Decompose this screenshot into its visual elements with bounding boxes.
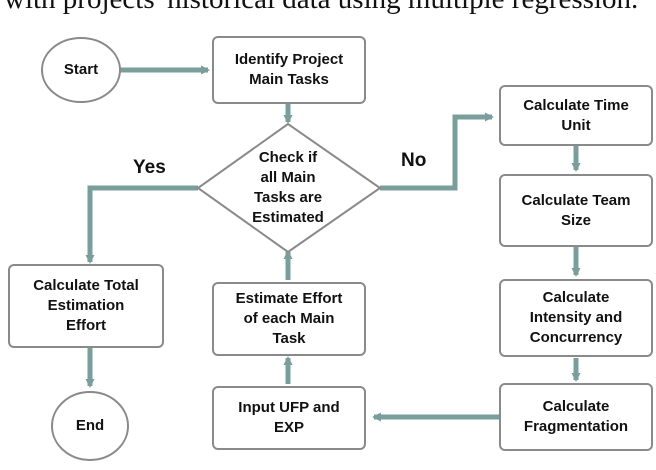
- total-effort-box: [8, 264, 164, 348]
- end-node: [51, 391, 129, 461]
- input-ufp-box: [212, 386, 366, 450]
- no-branch-label: No: [401, 150, 427, 171]
- page-caption: with projects' historical data using mul…: [0, 0, 656, 18]
- team-size-box: [499, 174, 653, 247]
- arrow-yes-to-total: [85, 185, 198, 264]
- identify-tasks-box: [212, 36, 366, 104]
- start-node: [41, 37, 121, 103]
- time-unit-box: [499, 85, 653, 146]
- arrow-no-to-time-unit: [380, 112, 494, 191]
- estimate-effort-box: [212, 282, 366, 356]
- yes-branch-label: Yes: [133, 157, 166, 178]
- intensity-box: [499, 279, 653, 357]
- decision-diamond: [196, 122, 382, 254]
- fragmentation-box: [499, 383, 653, 451]
